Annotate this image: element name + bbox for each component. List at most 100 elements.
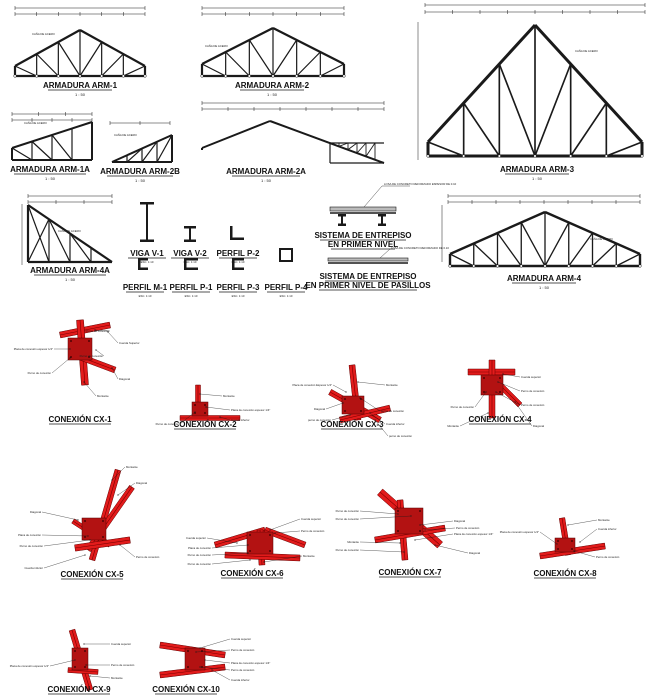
connection-label: Diagonal — [454, 519, 465, 523]
floor-system-1: LOSA DE CONCRETO REFORZADO ESPESOR DE 0.… — [314, 182, 457, 250]
diagonal-member — [69, 233, 92, 263]
profile-title: PERFIL M-1 — [123, 283, 168, 292]
bolt — [499, 377, 501, 379]
leader-dot — [414, 539, 416, 541]
leader-dot — [497, 381, 499, 383]
leader-line — [211, 552, 249, 556]
leader-dot — [247, 552, 249, 554]
joint — [590, 264, 595, 268]
diagonal-member — [57, 41, 81, 77]
top-chord — [201, 27, 274, 65]
leader-dot — [69, 357, 71, 359]
leader-line — [211, 559, 251, 565]
connection-title: CONEXIÓN CX-5 — [60, 570, 124, 579]
connection-title: CONEXIÓN CX-10 — [152, 685, 220, 694]
leader-line — [94, 329, 111, 332]
bolt — [269, 534, 271, 536]
diagonal-member — [101, 53, 124, 77]
leader-dot — [419, 524, 421, 526]
leader-line — [89, 675, 111, 679]
leader-line — [332, 384, 347, 393]
leader-line — [357, 381, 386, 386]
leader-dot — [403, 551, 405, 553]
leader-line — [379, 248, 391, 259]
connection-label: Perno de conexión — [156, 422, 180, 426]
connection-label: Montante — [97, 394, 109, 398]
diagonal-member — [296, 51, 321, 77]
connection-title: CONEXIÓN CX-9 — [47, 685, 111, 694]
bolt — [204, 404, 206, 406]
connection-label: Cuerda inferior — [231, 418, 250, 422]
connection-label: Montante — [447, 424, 459, 428]
leader-line — [206, 537, 238, 544]
leader-line — [211, 544, 249, 549]
leader-dot — [111, 367, 113, 369]
bolt — [102, 520, 104, 522]
leader-line — [199, 393, 223, 397]
profile-title: PERFIL P-4 — [265, 283, 309, 292]
leader-dot — [424, 529, 426, 531]
connection-label: Perno de conexión — [596, 555, 620, 559]
diagonal-member — [79, 41, 103, 77]
bolt — [571, 540, 573, 542]
leader-dot — [495, 391, 497, 393]
diagonal-member — [48, 218, 71, 263]
bolt — [88, 340, 90, 342]
connection-title: CONEXIÓN CX-2 — [173, 420, 237, 429]
connection-label: Cuerda superior — [231, 637, 251, 641]
leader-line — [204, 659, 231, 664]
bolt — [70, 356, 72, 358]
bolt — [204, 412, 206, 414]
leader-line — [205, 406, 231, 411]
gusset-plate — [71, 647, 89, 671]
connection-label: Cuerda superior — [111, 642, 131, 646]
bolt — [557, 548, 559, 550]
gusset-plate — [246, 531, 274, 555]
drawing-scale: 1 : 50 — [261, 178, 272, 183]
connection-label: Cuerda inferior — [386, 422, 405, 426]
diagonal-member — [248, 39, 274, 77]
connection-label: Diagonal — [469, 551, 480, 555]
leader-dot — [567, 524, 569, 526]
leader-line — [211, 669, 231, 681]
diagonal-member — [123, 65, 146, 77]
joint — [342, 74, 346, 78]
connection-label: Perno de conexión — [231, 668, 255, 672]
leader-line — [359, 397, 381, 412]
truss-arm-2a: ARMADURA ARM-2A1 : 50 — [201, 101, 385, 183]
leader-line — [579, 528, 598, 543]
leader-line — [459, 412, 489, 427]
leader-line — [95, 349, 105, 357]
member-edge — [339, 407, 391, 421]
diagonal-member — [272, 39, 298, 77]
connection-label: Diagonal — [136, 481, 147, 485]
connection-label: Montante — [347, 540, 359, 544]
leader-line — [119, 544, 136, 558]
leader-line — [111, 367, 119, 380]
connection-label: Perno de conexión — [86, 329, 110, 333]
drawing-title: ARMADURA ARM-2B — [100, 167, 180, 176]
leader-dot — [514, 401, 516, 403]
bolt — [84, 666, 86, 668]
truss-note: CAÑA DE ACERO — [32, 31, 56, 36]
connection-label: Diagonal — [119, 377, 130, 381]
connection-label: Perno de conexión — [451, 405, 475, 409]
profile-title: VIGA V-1 — [130, 249, 164, 258]
connection-label: Perno de conexión — [301, 529, 325, 533]
leader-line — [269, 518, 301, 531]
bolt — [84, 520, 86, 522]
leader-dot — [374, 419, 376, 421]
diagonal-member — [225, 51, 250, 77]
tube-section — [279, 248, 293, 262]
